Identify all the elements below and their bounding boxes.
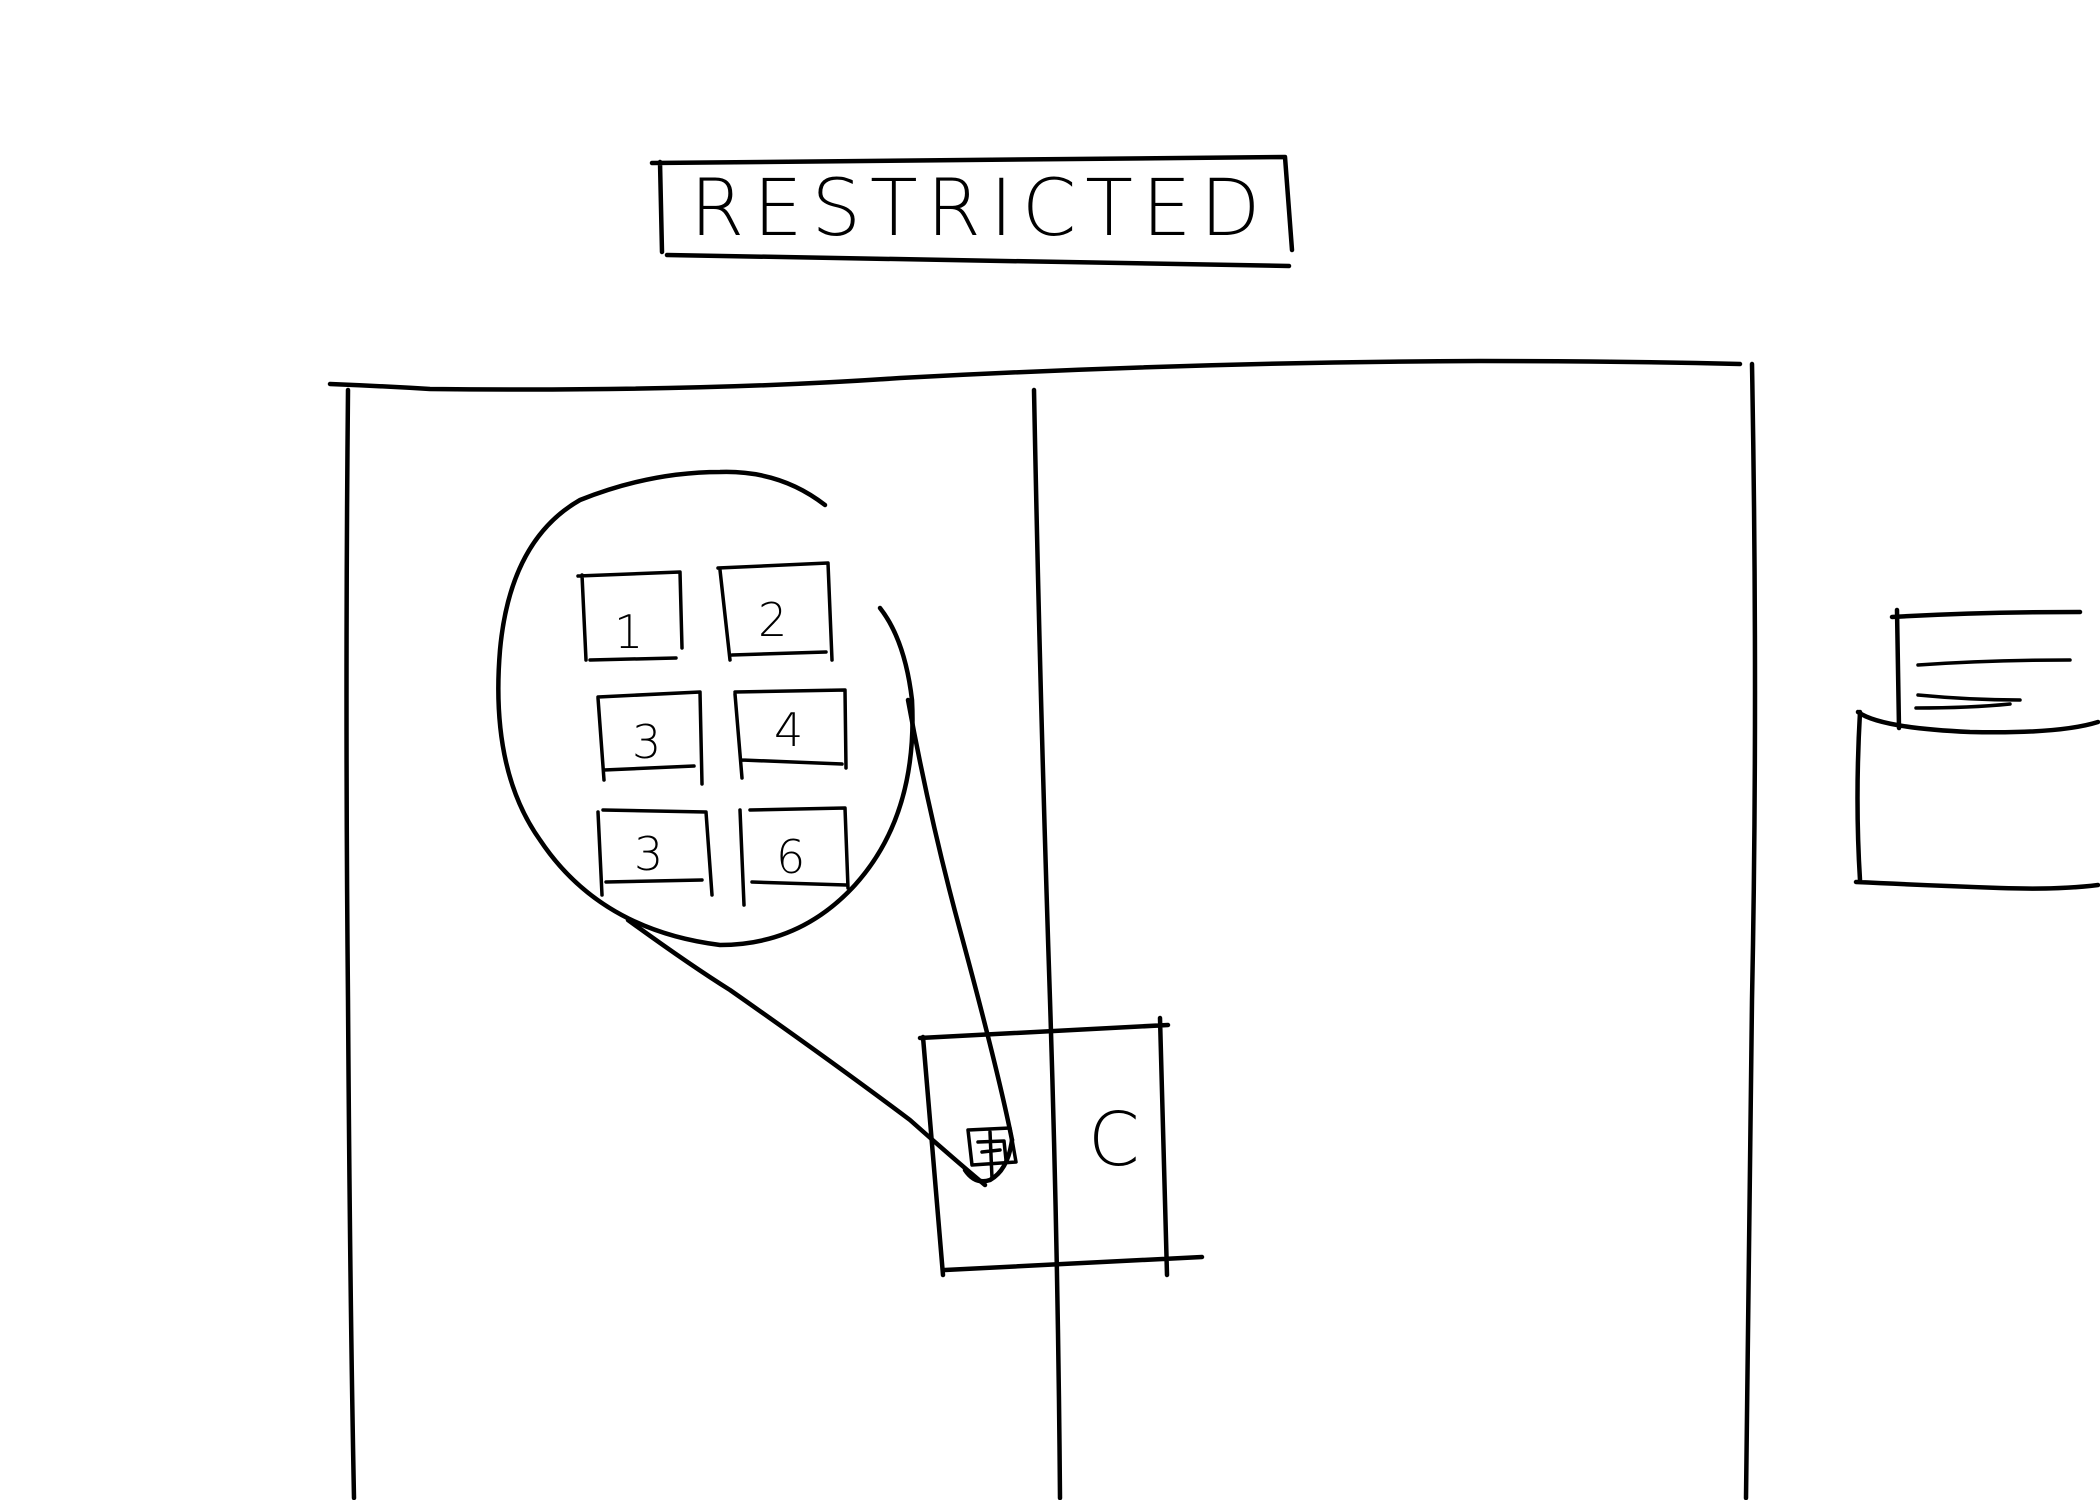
dispenser-slots bbox=[1914, 658, 2072, 710]
restricted-sign: RESTRICTED bbox=[649, 154, 1295, 269]
keypad-key-label: 2 bbox=[758, 593, 787, 647]
keypad-key: 6 bbox=[738, 806, 850, 907]
keypad-key: 2 bbox=[716, 561, 834, 662]
sign-frame bbox=[649, 154, 1295, 269]
callout-circle bbox=[496, 469, 915, 948]
lock-plate: C bbox=[917, 1015, 1205, 1278]
keypad-callout: 1 2 3 4 3 6 bbox=[496, 469, 1015, 1188]
keypad-key: 3 bbox=[596, 690, 704, 786]
sign-text: RESTRICTED bbox=[690, 164, 1269, 254]
door-right-edge bbox=[1743, 361, 1758, 1500]
callout-pointer-end bbox=[962, 1137, 1015, 1184]
double-door bbox=[327, 358, 1758, 1500]
keypad-mini-icon bbox=[966, 1126, 1018, 1180]
wall-dispenser bbox=[1853, 607, 2100, 891]
keypad-key-label: 1 bbox=[614, 605, 643, 659]
door-center-seam bbox=[1031, 387, 1063, 1500]
lock-plate-frame bbox=[917, 1015, 1205, 1278]
keypad-key-label: 3 bbox=[632, 715, 661, 769]
callout-pointer-right bbox=[905, 697, 1015, 1143]
keypad-key-label: 4 bbox=[774, 703, 803, 757]
keypad-key: 4 bbox=[733, 688, 848, 780]
dispenser-body bbox=[1853, 709, 2100, 891]
keypad-key: 3 bbox=[596, 808, 714, 897]
callout-pointer-left bbox=[625, 917, 988, 1188]
dispenser-cartridge bbox=[1889, 607, 2083, 731]
door-left-edge bbox=[344, 387, 357, 1500]
keypad-key-label: 3 bbox=[634, 827, 663, 881]
keypad-key-label: 6 bbox=[776, 830, 805, 884]
door-top-edge bbox=[327, 358, 1743, 392]
lock-letter: C bbox=[1088, 1097, 1140, 1183]
keypad-key: 1 bbox=[576, 570, 684, 662]
